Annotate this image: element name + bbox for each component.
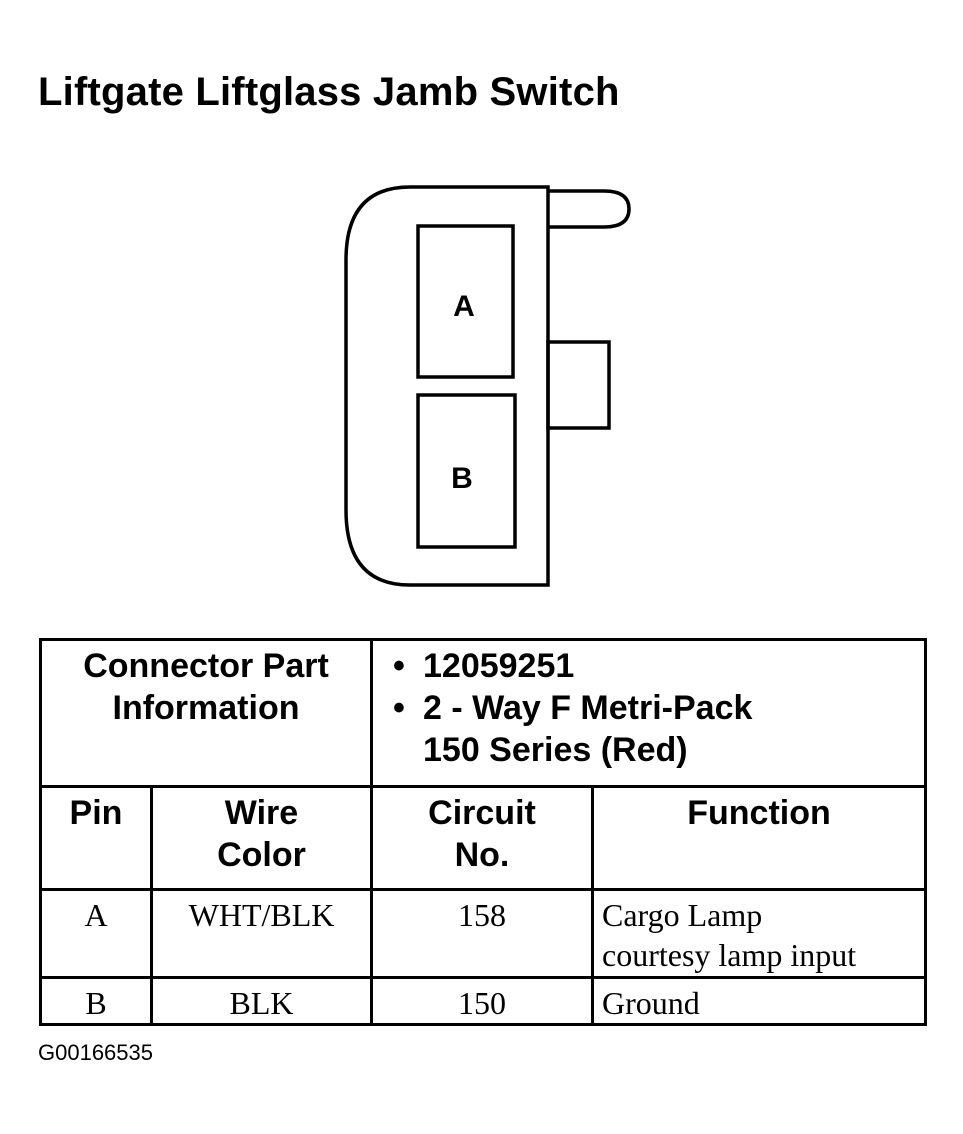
cell-circuit: 150 [370,976,594,1026]
column-header-row: Pin Wire Color Circuit No. Function [39,785,927,891]
cell-function: Cargo Lamp courtesy lamp input [591,888,927,979]
cavity-a [416,224,515,379]
cell-pin: B [39,976,153,1026]
cavity-b [416,393,517,549]
table-row: A WHT/BLK 158 Cargo Lamp courtesy lamp i… [39,888,927,979]
connector-side-rib [546,340,611,430]
cavity-b-label: B [451,462,473,495]
cell-circuit: 158 [370,888,594,979]
cell-wire-color: BLK [150,976,373,1026]
part-number: 12059251 [423,647,575,685]
connector-body [344,185,550,587]
cell-pin: A [39,888,153,979]
table-row: B BLK 150 Ground [39,976,927,1026]
cell-wire-color: WHT/BLK [150,888,373,979]
header-circuit-no: Circuit No. [370,785,594,891]
header-function: Function [591,785,927,891]
part-info-values: •12059251 •2 - Way F Metri-Pack 150 Seri… [370,638,927,788]
connector-face-drawing: A B [344,185,631,587]
cavity-a-label: A [453,290,475,323]
diagram-title: Liftgate Liftglass Jamb Switch [38,70,620,114]
connector-lock-tab [548,189,631,229]
figure-code: G00166535 [38,1040,153,1065]
part-series: 150 Series (Red) [423,731,688,769]
part-type: 2 - Way F Metri-Pack [423,689,753,727]
part-info-row: Connector Part Information •12059251 •2 … [39,638,927,788]
part-info-label: Connector Part Information [39,638,373,788]
header-pin: Pin [39,785,153,891]
header-wire-color: Wire Color [150,785,373,891]
cell-function: Ground [591,976,927,1026]
connector-info-table: Connector Part Information •12059251 •2 … [39,638,927,1026]
